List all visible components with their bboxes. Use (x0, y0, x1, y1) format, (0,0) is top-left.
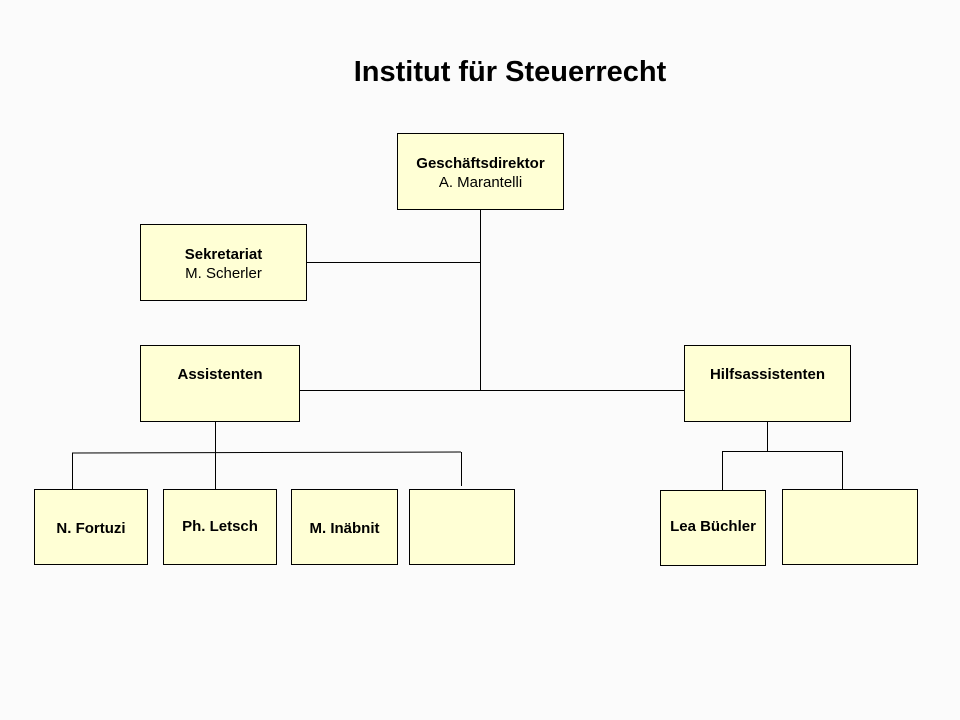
assistant-name-3: M. Inäbnit (309, 520, 380, 537)
assistant-box-4 (409, 489, 515, 565)
aux-assistant-name-1: Lea Büchler (670, 518, 756, 535)
secretariat-role: Sekretariat (184, 246, 263, 263)
secretariat-box: Sekretariat M. Scherler (140, 224, 307, 301)
assistant-name-2: Ph. Letsch (182, 518, 258, 535)
assistant-box-1: N. Fortuzi (34, 489, 148, 565)
assistants-bus (71, 451, 462, 454)
director-box: Geschäftsdirektor A. Marantelli (397, 133, 564, 210)
director-name: A. Marantelli (438, 174, 523, 191)
assistant-box-3: M. Inäbnit (291, 489, 398, 565)
assistants-box: Assistenten (140, 345, 300, 422)
chart-title: Institut für Steuerrecht (353, 56, 667, 88)
aux-assistants-box: Hilfsassistenten (684, 345, 851, 422)
assistant-box-2: Ph. Letsch (163, 489, 277, 565)
aux-assistant-box-1: Lea Büchler (660, 490, 766, 566)
secretariat-name: M. Scherler (185, 265, 262, 282)
assistants-role: Assistenten (177, 366, 263, 383)
aux-assistant-box-2 (782, 489, 918, 565)
director-role: Geschäftsdirektor (416, 155, 545, 172)
aux-assistants-role: Hilfsassistenten (709, 366, 826, 383)
assistant-name-1: N. Fortuzi (56, 520, 126, 537)
